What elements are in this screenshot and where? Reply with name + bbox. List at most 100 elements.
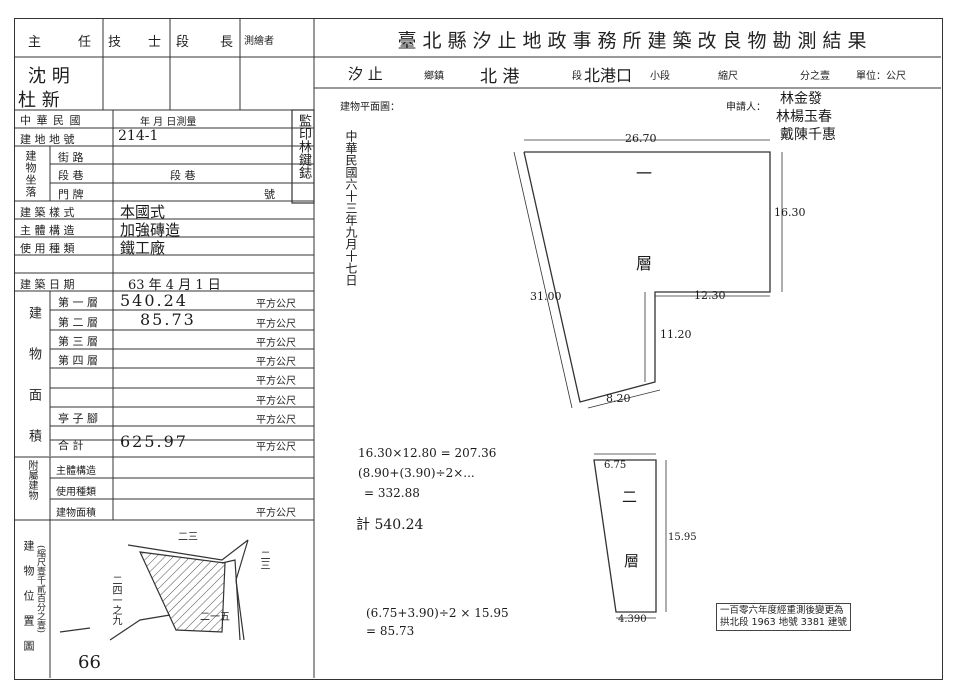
applicant-2: 林楊玉春 (776, 109, 832, 125)
row-style-value: 本國式 (120, 203, 166, 221)
role-tech-2: 士 (148, 35, 162, 50)
total-value: 625.97 (120, 432, 188, 451)
map-label-3: 二一五 (200, 612, 230, 623)
row-build-date-value: 63 年 4 月 1 日 (128, 278, 221, 293)
township-value: 汐 止 (348, 65, 383, 83)
attached-area-unit: 平方公尺 (256, 508, 296, 519)
signature-tech: 杜 新 (18, 90, 60, 111)
signature-chief: 沈 明 (28, 66, 70, 87)
position-group-label: 建物位置圖 (22, 540, 35, 665)
arcade-label: 亭 子 腳 (58, 412, 98, 425)
floor-2-unit: 平方公尺 (256, 319, 296, 330)
attached-group-label: 附屬建物 (26, 460, 37, 500)
row-usage-label: 使 用 種 類 (20, 242, 75, 255)
attached-usage-label: 使用種類 (56, 487, 96, 498)
applicant-1: 林金發 (780, 91, 822, 107)
row-structure-value: 加強磚造 (120, 221, 181, 239)
role-chief: 主 (28, 35, 42, 50)
renumbering-note: 一百零六年度經重測後變更為 拱北段 1963 地號 3381 建號 (716, 603, 851, 631)
scale-label: 縮尺 (718, 71, 738, 82)
row-street-label: 街 路 (58, 151, 84, 164)
row-build-date-label: 建 築 日 期 (20, 278, 75, 291)
f1-dim-step: 11.20 (660, 328, 692, 341)
row-lane-value: 段 巷 (170, 169, 196, 182)
floor-1-value: 540.24 (120, 291, 188, 310)
floor-2-label: 第 二 層 (58, 316, 98, 329)
section-label: 段 (572, 71, 582, 82)
row-door-label: 門 牌 (58, 188, 84, 201)
role-section-2: 長 (220, 35, 234, 50)
calc1-line-2: (8.90+(3.90)÷2×... (358, 466, 475, 480)
calc1-line-3: = 332.88 (364, 486, 420, 500)
applicant-label: 申請人： (726, 102, 766, 113)
total-label: 合 計 (58, 439, 84, 452)
row-lot-value: 214-1 (118, 128, 159, 144)
calc1-line-1: 16.30×12.80 = 207.36 (358, 446, 497, 460)
floor-4-label: 第 四 層 (58, 354, 98, 367)
total-unit: 平方公尺 (256, 442, 296, 453)
f1-label-top: 一 (636, 164, 653, 183)
renumbering-note-line-1: 一百零六年度經重測後變更為 (720, 605, 844, 616)
calc2-line-1: (6.75+3.90)÷2 × 15.95 (366, 606, 509, 620)
floor-1-label: 第 一 層 (58, 296, 98, 309)
township-label: 鄉鎮 (424, 71, 444, 82)
floor-3-unit: 平方公尺 (256, 338, 296, 349)
floor-4-unit: 平方公尺 (256, 357, 296, 368)
section-value: 北 港 (480, 67, 520, 87)
role-tech: 技 (108, 35, 122, 50)
floor-3-label: 第 三 層 (58, 335, 98, 348)
row-lot-label: 建 地 地 號 (20, 133, 75, 146)
applicant-3: 戴陳千惠 (780, 127, 836, 143)
group-address-label: 建物坐落 (24, 150, 37, 198)
row-door-value: 號 (264, 188, 275, 201)
f2-label-bottom: 層 (624, 552, 640, 570)
attached-structure-label: 主體構造 (56, 466, 96, 477)
subsection-label: 小段 (650, 71, 670, 82)
role-surveyor: 測繪者 (244, 36, 274, 47)
row-date-label: 中 華 民 國 (20, 114, 82, 127)
f2-dim-top: 6.75 (604, 460, 627, 471)
map-label-4: 二三 (258, 550, 269, 570)
subsection-value: 北港口 (584, 66, 633, 85)
floor-1-unit: 平方公尺 (256, 299, 296, 310)
position-scale-label: (縮尺壹千貳百分之壹) (35, 545, 45, 634)
f1-dim-right: 16.30 (774, 206, 806, 219)
calc1-total: 計 540.24 (356, 517, 424, 533)
scale-suffix: 分之壹 (800, 71, 830, 82)
map-label-1: 二三 (178, 532, 198, 543)
f1-dim-mid: 12.30 (694, 289, 726, 302)
row-style-label: 建 築 樣 式 (20, 206, 75, 219)
f2-label-top: 二 (622, 488, 638, 506)
calc2-line-2: = 85.73 (366, 624, 415, 638)
document-title: 臺北縣汐止地政事務所建築改良物勘測結果 (397, 30, 873, 52)
plan-heading: 建物平面圖： (340, 102, 400, 113)
arcade-unit: 平方公尺 (256, 415, 296, 426)
page-number: 66 (78, 652, 101, 673)
survey-date-vertical: 中華民國六十三年九月十七日 (344, 130, 358, 286)
seal-stamp: 監印林鍵鋕 (296, 114, 311, 179)
role-section: 段 (176, 35, 190, 50)
f2-dim-bottom: 4.390 (618, 614, 647, 625)
row-structure-label: 主 體 構 造 (20, 224, 75, 237)
floor-5-unit: 平方公尺 (256, 376, 296, 387)
floor-6-unit: 平方公尺 (256, 396, 296, 407)
f2-dim-right: 15.95 (668, 532, 697, 543)
renumbering-note-line-2: 拱北段 1963 地號 3381 建號 (720, 617, 847, 628)
f1-dim-bottom: 8.20 (606, 392, 631, 405)
group-area-label: 建物面積 (26, 306, 41, 470)
attached-area-label: 建物面積 (56, 508, 96, 519)
map-label-2: 二四一之九 (110, 575, 121, 625)
row-date-value: 年 月 日測量 (140, 117, 197, 128)
f1-dim-left: 31.00 (530, 290, 562, 303)
floor-2-value: 85.73 (140, 310, 196, 329)
document-frame (14, 18, 943, 680)
row-lane-label: 段 巷 (58, 169, 84, 182)
unit-label: 單位：公尺 (856, 71, 906, 82)
row-usage-value: 鐵工廠 (120, 239, 166, 257)
f1-dim-top: 26.70 (625, 132, 657, 145)
role-chief-2: 任 (78, 35, 92, 50)
f1-label-bottom: 層 (636, 254, 653, 273)
